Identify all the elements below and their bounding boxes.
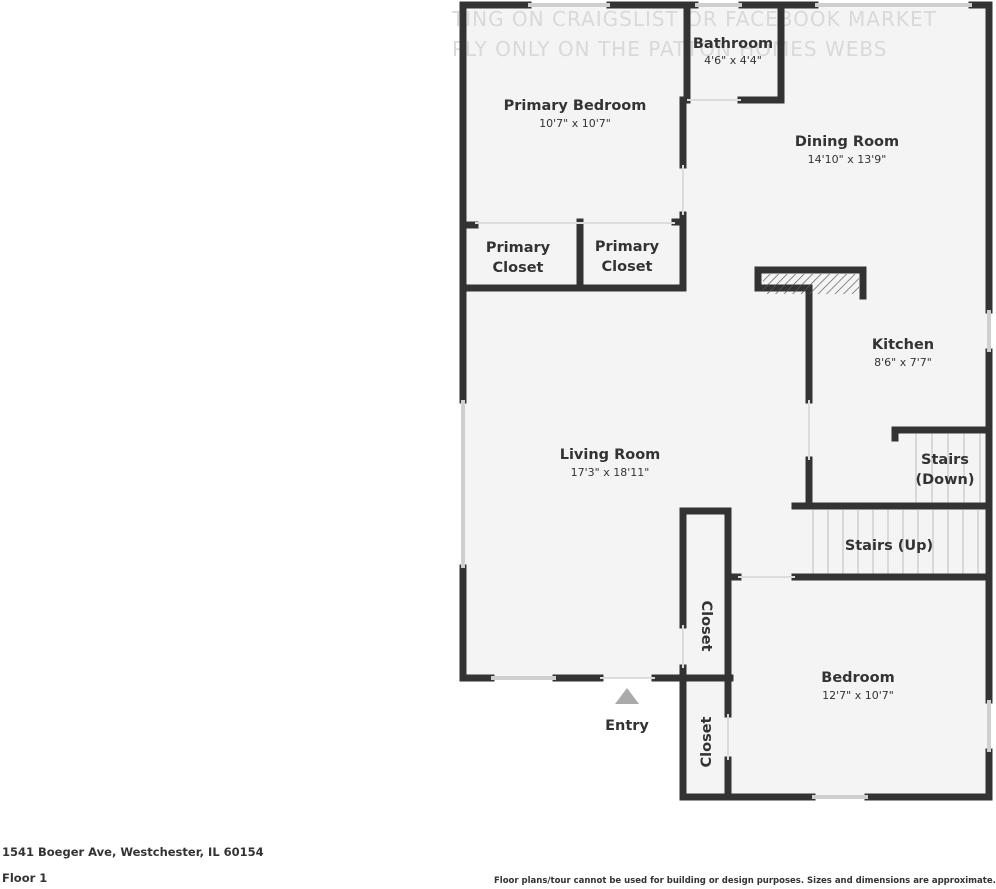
kitchen-counter-hatch bbox=[763, 274, 859, 294]
closet-upper-label: Closet bbox=[698, 601, 714, 652]
watermark: TING ON CRAIGSLIST OR FACEBOOK MARKET PL… bbox=[451, 7, 937, 61]
living-room-dims: 17'3" x 18'11" bbox=[571, 466, 650, 479]
door-openings bbox=[475, 99, 810, 760]
stairs-up-treads bbox=[812, 510, 979, 574]
bathroom-label: Bathroom bbox=[693, 36, 773, 52]
disclaimer-text: Floor plans/tour cannot be used for buil… bbox=[494, 876, 996, 886]
walls bbox=[459, 1, 993, 801]
dining-room-dims: 14'10" x 13'9" bbox=[808, 153, 887, 166]
entry-label: Entry bbox=[605, 718, 649, 734]
property-address: 1541 Boeger Ave, Westchester, IL 60154 bbox=[2, 845, 264, 859]
closet-lower-label: Closet bbox=[699, 716, 715, 767]
bedroom-label: Bedroom bbox=[821, 670, 894, 686]
floor-label: Floor 1 bbox=[2, 871, 48, 885]
primary-bedroom-label: Primary Bedroom bbox=[504, 98, 647, 114]
primary-closet-1-label-line2: Closet bbox=[493, 260, 544, 276]
watermark-line-2: PLY ONLY ON THE PATTON HOMES WEBS bbox=[452, 37, 887, 61]
stairs-down-label-line2: (Down) bbox=[916, 472, 975, 488]
bathroom-dims: 4'6" x 4'4" bbox=[704, 54, 762, 67]
primary-closet-2-label-line1: Primary bbox=[595, 239, 660, 255]
primary-closet-2-label-line2: Closet bbox=[602, 259, 653, 275]
watermark-line-1: TING ON CRAIGSLIST OR FACEBOOK MARKET bbox=[451, 7, 937, 31]
kitchen-dims: 8'6" x 7'7" bbox=[874, 356, 932, 369]
stairs-down-label-line1: Stairs bbox=[921, 452, 969, 468]
stairs-down-treads bbox=[915, 434, 981, 502]
room-labels: Bathroom 4'6" x 4'4" Primary Bedroom 10'… bbox=[486, 36, 975, 767]
bedroom-dims: 12'7" x 10'7" bbox=[822, 689, 894, 702]
entry-arrow-icon bbox=[615, 688, 639, 704]
windows bbox=[461, 3, 991, 799]
primary-bedroom-dims: 10'7" x 10'7" bbox=[539, 117, 611, 130]
stairs-up-label: Stairs (Up) bbox=[845, 538, 933, 554]
living-room-label: Living Room bbox=[560, 447, 661, 463]
dining-room-label: Dining Room bbox=[795, 134, 899, 150]
kitchen-label: Kitchen bbox=[872, 337, 934, 353]
primary-closet-1-label-line1: Primary bbox=[486, 240, 551, 256]
